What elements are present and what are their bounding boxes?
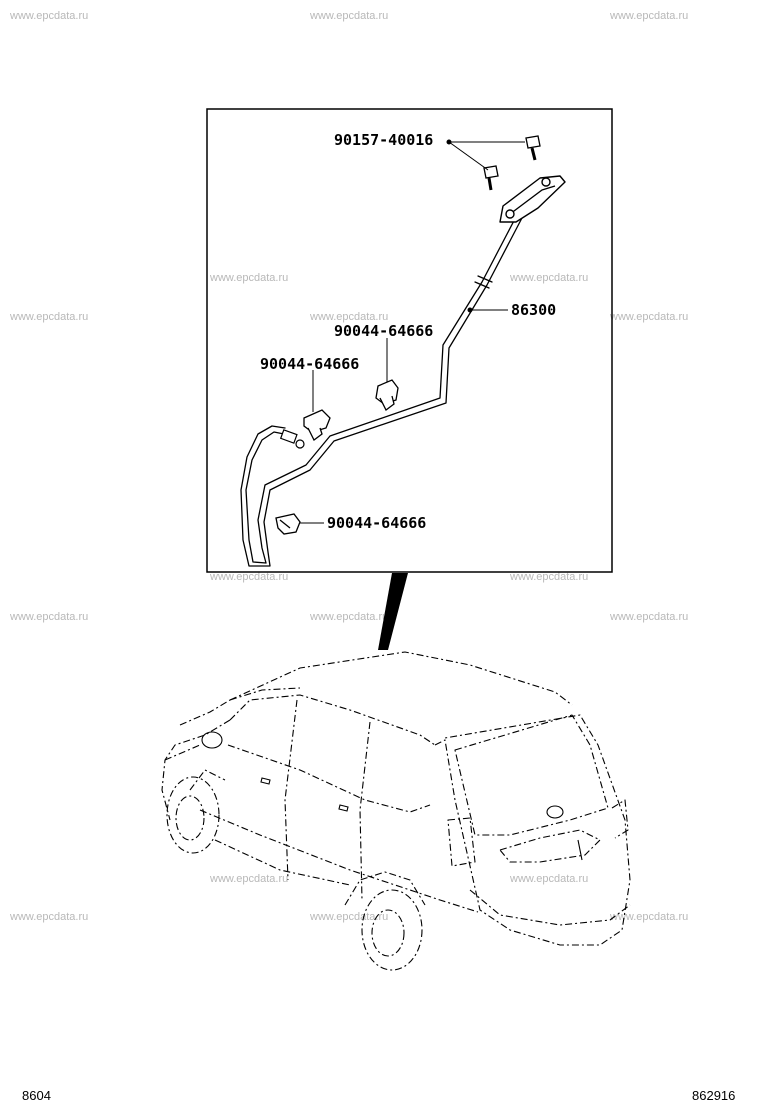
watermark: www.epcdata.ru: [10, 311, 89, 323]
watermark: www.epcdata.ru: [510, 873, 589, 885]
hose-leader: [467, 307, 508, 313]
callout-hose-assembly: 86300: [511, 301, 556, 319]
bolt-icon: [483, 165, 499, 191]
footer-left-code: 8604: [22, 1088, 51, 1103]
watermark: www.epcdata.ru: [610, 611, 689, 623]
watermark: www.epcdata.ru: [210, 571, 289, 583]
callout-clip-upper: 90044-64666: [334, 322, 433, 340]
connector-icon: [279, 429, 305, 449]
watermark: www.epcdata.ru: [610, 911, 689, 923]
front-wheel: [166, 776, 220, 854]
watermark: www.epcdata.ru: [610, 10, 689, 22]
clip-icon: [375, 379, 399, 411]
vehicle-details: [201, 731, 583, 861]
vehicle-outline: [161, 651, 631, 946]
callout-bolt: 90157-40016: [334, 131, 433, 149]
clip-icon: [303, 409, 331, 441]
watermark: www.epcdata.ru: [10, 611, 89, 623]
watermark: www.epcdata.ru: [310, 10, 389, 22]
nozzle-bracket: [499, 175, 566, 223]
bolt-icon: [525, 135, 541, 161]
watermark: www.epcdata.ru: [610, 311, 689, 323]
watermark: www.epcdata.ru: [510, 272, 589, 284]
callout-clip-lower: 90044-64666: [327, 514, 426, 532]
washer-hose: [240, 212, 524, 567]
detail-frame: [206, 108, 613, 573]
location-pointer: [378, 573, 408, 650]
watermark: www.epcdata.ru: [310, 911, 389, 923]
bolt-leader: [446, 139, 525, 171]
watermark: www.epcdata.ru: [210, 272, 289, 284]
watermark: www.epcdata.ru: [310, 311, 389, 323]
watermark: www.epcdata.ru: [10, 911, 89, 923]
watermark: www.epcdata.ru: [510, 571, 589, 583]
watermark: www.epcdata.ru: [210, 873, 289, 885]
footer-right-code: 862916: [692, 1088, 736, 1103]
watermark: www.epcdata.ru: [10, 10, 89, 22]
watermark: www.epcdata.ru: [310, 611, 389, 623]
callout-clip-left: 90044-64666: [260, 355, 359, 373]
clip-icon: [275, 513, 301, 535]
rear-wheel: [361, 889, 423, 971]
